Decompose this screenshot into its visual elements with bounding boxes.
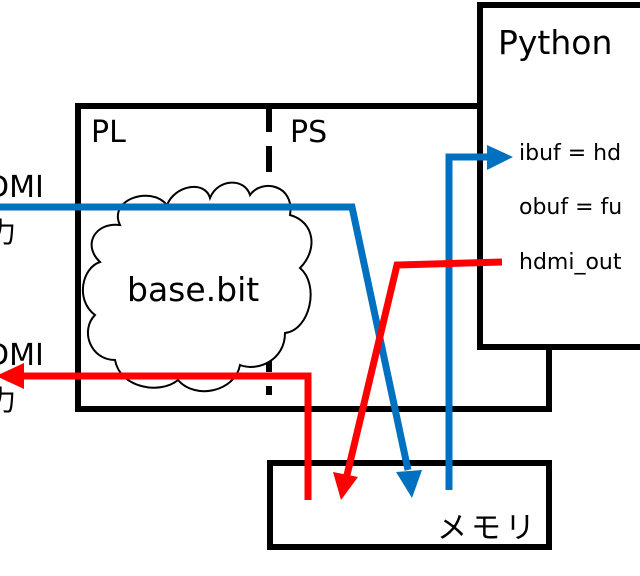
output-flow-arrowhead	[0, 363, 24, 389]
ps-label: PS	[290, 115, 327, 150]
python-title: Python	[498, 23, 612, 62]
python-box	[477, 2, 640, 350]
fpga-box	[75, 103, 552, 412]
hdmi-in-label-line1: DMI	[0, 170, 44, 205]
ibuf-flow-line	[445, 153, 494, 490]
hdmi-out-label-line2: 力	[0, 384, 16, 417]
python-line-ibuf: ibuf = hd	[519, 141, 621, 166]
output-write-flow-line	[343, 258, 503, 476]
output-flow-line	[22, 372, 312, 500]
python-line-obuf: obuf = fu	[519, 195, 622, 220]
python-line-hdmi-out: hdmi_out	[519, 250, 622, 275]
input-flow-arrowhead	[396, 470, 422, 498]
output-write-arrowhead	[333, 472, 358, 500]
input-flow-line	[0, 203, 412, 471]
hdmi-in-label-line2: 力	[0, 216, 16, 249]
bitstream-label: base.bit	[127, 270, 259, 309]
ibuf-flow-arrowhead	[487, 145, 513, 170]
cloud-icon	[81, 181, 313, 393]
pl-label: PL	[91, 115, 126, 150]
memory-label: メモリ	[437, 511, 539, 546]
